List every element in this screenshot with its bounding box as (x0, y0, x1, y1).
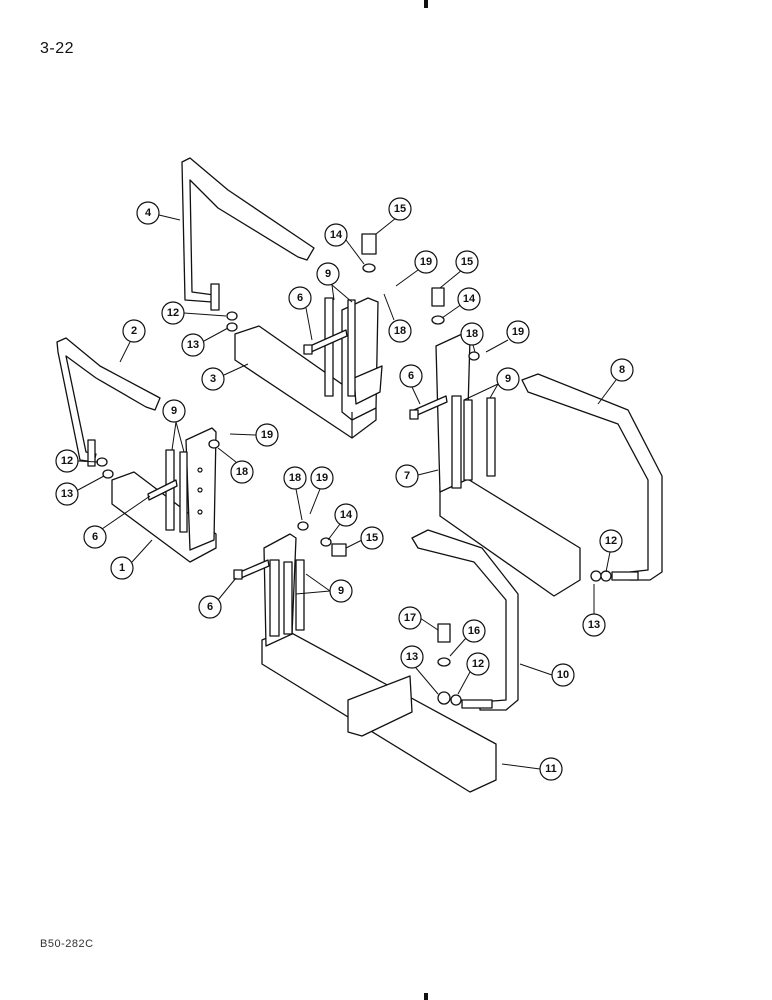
callout-7: 7 (395, 464, 439, 488)
svg-text:17: 17 (404, 612, 416, 624)
svg-text:18: 18 (394, 325, 406, 337)
part-10-stud (461, 699, 493, 709)
callout-6b: 6 (399, 364, 423, 405)
callout-15a: 15 (375, 197, 412, 235)
callout-13b: 13 (55, 475, 105, 506)
callout-12c: 12 (599, 529, 623, 573)
callout-1: 1 (110, 539, 153, 580)
svg-text:19: 19 (512, 326, 524, 338)
callout-18c: 18 (217, 447, 254, 484)
svg-text:9: 9 (505, 373, 511, 385)
callout-10: 10 (519, 663, 575, 687)
svg-text:18: 18 (466, 328, 478, 340)
callout-12a: 12 (161, 301, 227, 325)
callout-6c: 6 (83, 495, 151, 549)
svg-text:13: 13 (588, 619, 600, 631)
svg-text:8: 8 (619, 364, 625, 376)
callout-15c: 15 (345, 526, 384, 550)
svg-text:12: 12 (472, 658, 484, 670)
svg-text:14: 14 (330, 229, 343, 241)
callout-19a: 19 (395, 250, 438, 287)
callout-18b: 18 (460, 322, 484, 353)
svg-text:19: 19 (261, 429, 273, 441)
svg-text:6: 6 (92, 531, 98, 543)
part-1-bracket (111, 427, 217, 563)
callout-3: 3 (201, 363, 249, 391)
svg-text:16: 16 (468, 625, 480, 637)
callout-9c: 9 (162, 399, 186, 453)
svg-text:13: 13 (187, 339, 199, 351)
callout-19c: 19 (229, 423, 279, 447)
svg-text:3: 3 (210, 373, 216, 385)
svg-text:1: 1 (119, 562, 125, 574)
svg-text:13: 13 (61, 488, 73, 500)
svg-text:6: 6 (408, 370, 414, 382)
part-2-handle (56, 337, 161, 463)
svg-text:14: 14 (340, 509, 353, 521)
page-number: 3-22 (40, 40, 75, 57)
callout-12d: 12 (457, 652, 490, 695)
svg-text:6: 6 (207, 601, 213, 613)
callout-14b: 14 (441, 287, 481, 319)
part-2-stud (87, 439, 96, 467)
callout-6a: 6 (288, 286, 313, 341)
callout-16: 16 (449, 619, 486, 657)
figure-code: B50-282C (40, 938, 94, 950)
svg-text:12: 12 (61, 455, 73, 467)
svg-text:12: 12 (605, 535, 617, 547)
part-11-bracket (233, 533, 497, 793)
part-7-bracket (409, 333, 581, 597)
svg-text:15: 15 (461, 256, 473, 268)
callout-18a: 18 (383, 293, 412, 343)
callout-14a: 14 (324, 223, 365, 265)
callout-9b: 9 (463, 367, 520, 401)
part-9-slot-upper (324, 297, 334, 397)
callout-13c: 13 (582, 584, 606, 637)
svg-text:19: 19 (316, 472, 328, 484)
callout-4: 4 (136, 201, 181, 225)
svg-text:18: 18 (236, 466, 248, 478)
callout-15b: 15 (439, 250, 479, 289)
callout-2: 2 (119, 319, 146, 363)
svg-text:4: 4 (145, 207, 152, 219)
callout-9d: 9 (295, 573, 353, 603)
svg-text:9: 9 (338, 585, 344, 597)
hardware-bolts-nuts (96, 233, 612, 706)
part-9-slot-upper-2 (347, 299, 356, 397)
callout-17: 17 (398, 606, 439, 631)
svg-text:15: 15 (366, 532, 378, 544)
svg-text:7: 7 (404, 470, 410, 482)
part-10-handle (411, 529, 519, 711)
svg-text:14: 14 (463, 293, 476, 305)
callout-19b: 19 (485, 320, 530, 353)
svg-text:9: 9 (171, 405, 177, 417)
callout-12b: 12 (55, 449, 99, 473)
svg-text:13: 13 (406, 651, 418, 663)
callout-9a: 9 (316, 262, 353, 303)
svg-text:15: 15 (394, 203, 406, 215)
callout-6d: 6 (198, 577, 237, 619)
svg-text:10: 10 (557, 669, 569, 681)
callout-11: 11 (501, 757, 563, 781)
part-4-handle (181, 157, 315, 311)
svg-text:12: 12 (167, 307, 179, 319)
callout-14c: 14 (327, 503, 358, 541)
callout-19d: 19 (309, 466, 334, 515)
svg-text:11: 11 (545, 763, 557, 775)
svg-text:9: 9 (325, 268, 331, 280)
part-6-bolt-upper (303, 329, 348, 355)
callout-18d: 18 (283, 466, 307, 521)
callout-8: 8 (597, 358, 634, 405)
svg-text:6: 6 (297, 292, 303, 304)
svg-text:18: 18 (289, 472, 301, 484)
svg-text:2: 2 (131, 325, 137, 337)
part-8-stud (611, 571, 639, 581)
callout-13d: 13 (400, 645, 439, 695)
top-registration-mark (424, 0, 428, 8)
svg-text:19: 19 (420, 256, 432, 268)
bottom-registration-mark (424, 993, 428, 1000)
callout-13a: 13 (181, 327, 229, 357)
